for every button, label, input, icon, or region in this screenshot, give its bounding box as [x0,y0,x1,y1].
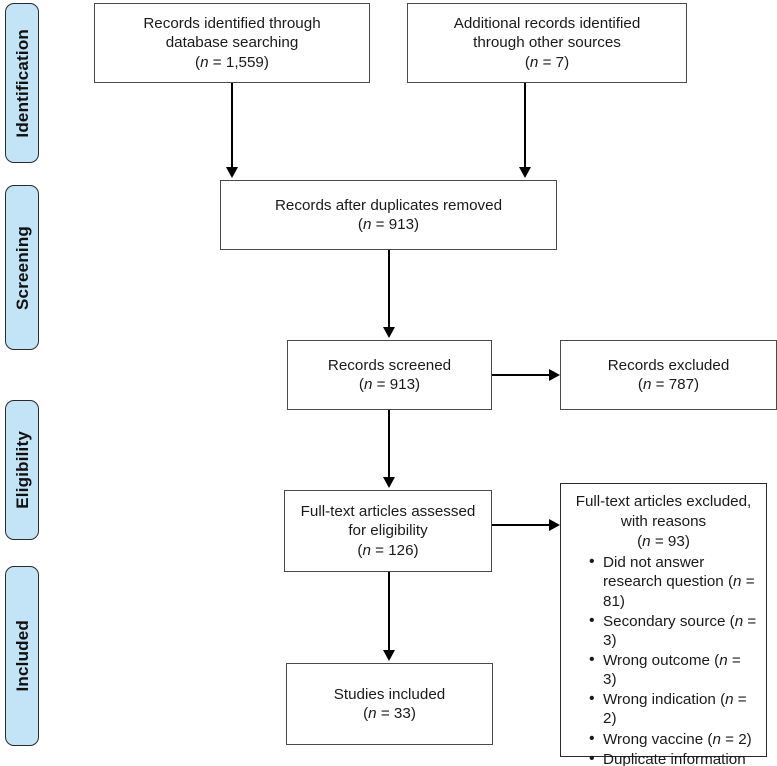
box-line-1: Records after duplicates removed [274,196,503,214]
arrow-database-to-duplicates [225,167,238,178]
reasons-heading: Full-text articles excluded, with reason… [567,492,760,551]
box-line-2: for eligibility [348,522,428,540]
box-count: (n = 913) [357,216,420,233]
box-records-excluded: Records excluded (n = 787) [560,340,777,410]
connector-screened-to-excluded [492,374,549,376]
list-item: Did not answer research question (n = 81… [589,552,758,610]
reasons-line-1: Full-text articles excluded, [575,493,752,510]
connector-duplicates-to-screened [388,250,390,327]
connector-fulltext-to-included [388,572,390,650]
arrow-screened-to-fulltext [382,477,395,488]
box-studies-included: Studies included (n = 33) [286,663,493,745]
stage-tab-included: Included [5,566,39,746]
box-count: (n = 126) [357,541,419,559]
list-item: Secondary source (n = 3) [589,611,758,650]
stage-tab-identification: Identification [5,3,39,163]
box-line-2: database searching [165,34,299,52]
box-count: (n = 7) [524,53,570,71]
list-item: Wrong vaccine (n = 2) [589,729,758,749]
arrow-screened-to-excluded [549,368,560,381]
box-line-1: Records screened [327,356,452,374]
stage-label-screening: Screening [12,225,32,310]
reasons-line-2: with reasons [620,512,707,530]
stage-label-identification: Identification [12,28,32,138]
list-item: Duplicate information to included study … [589,749,758,766]
list-item: Wrong outcome (n = 3) [589,650,758,689]
connector-database-to-duplicates [231,83,233,167]
stage-tab-screening: Screening [5,185,39,350]
reasons-count: (n = 93) [637,532,690,550]
box-line-1: Records excluded [607,356,730,374]
box-count: (n = 1,559) [195,53,269,71]
arrow-other-to-duplicates [518,167,531,178]
stage-label-included: Included [12,620,32,692]
box-count: (n = 913) [358,376,421,393]
box-line-1: Full-text articles assessed [300,502,476,520]
connector-other-to-duplicates [524,83,526,167]
box-line-1: Records identified through [143,14,321,32]
box-line-1: Additional records identified [453,14,641,32]
box-count: (n = 33) [363,705,416,722]
stage-label-eligibility: Eligibility [12,431,32,509]
arrow-fulltext-to-excluded [549,518,560,531]
box-fulltext-articles-excluded-with-reasons: Full-text articles excluded, with reason… [560,483,767,766]
list-item: Wrong indication (n = 2) [589,689,758,728]
box-line-2: through other sources [473,34,621,52]
box-fulltext-articles-assessed: Full-text articles assessed for eligibil… [284,490,492,572]
connector-fulltext-to-excluded [492,524,549,526]
exclusion-reasons-list: Did not answer research question (n = 81… [567,552,760,766]
box-line-1: Studies included [333,685,446,703]
arrow-duplicates-to-screened [382,327,395,338]
box-additional-records-other-sources: Additional records identified through ot… [407,3,687,83]
box-records-identified-database: Records identified through database sear… [94,3,370,83]
connector-screened-to-fulltext [388,410,390,477]
box-records-screened: Records screened (n = 913) [287,340,492,410]
stage-tab-eligibility: Eligibility [5,400,39,540]
box-records-after-duplicates-removed: Records after duplicates removed (n = 91… [220,180,557,250]
arrow-fulltext-to-included [382,650,395,661]
box-count: (n = 787) [637,376,700,393]
